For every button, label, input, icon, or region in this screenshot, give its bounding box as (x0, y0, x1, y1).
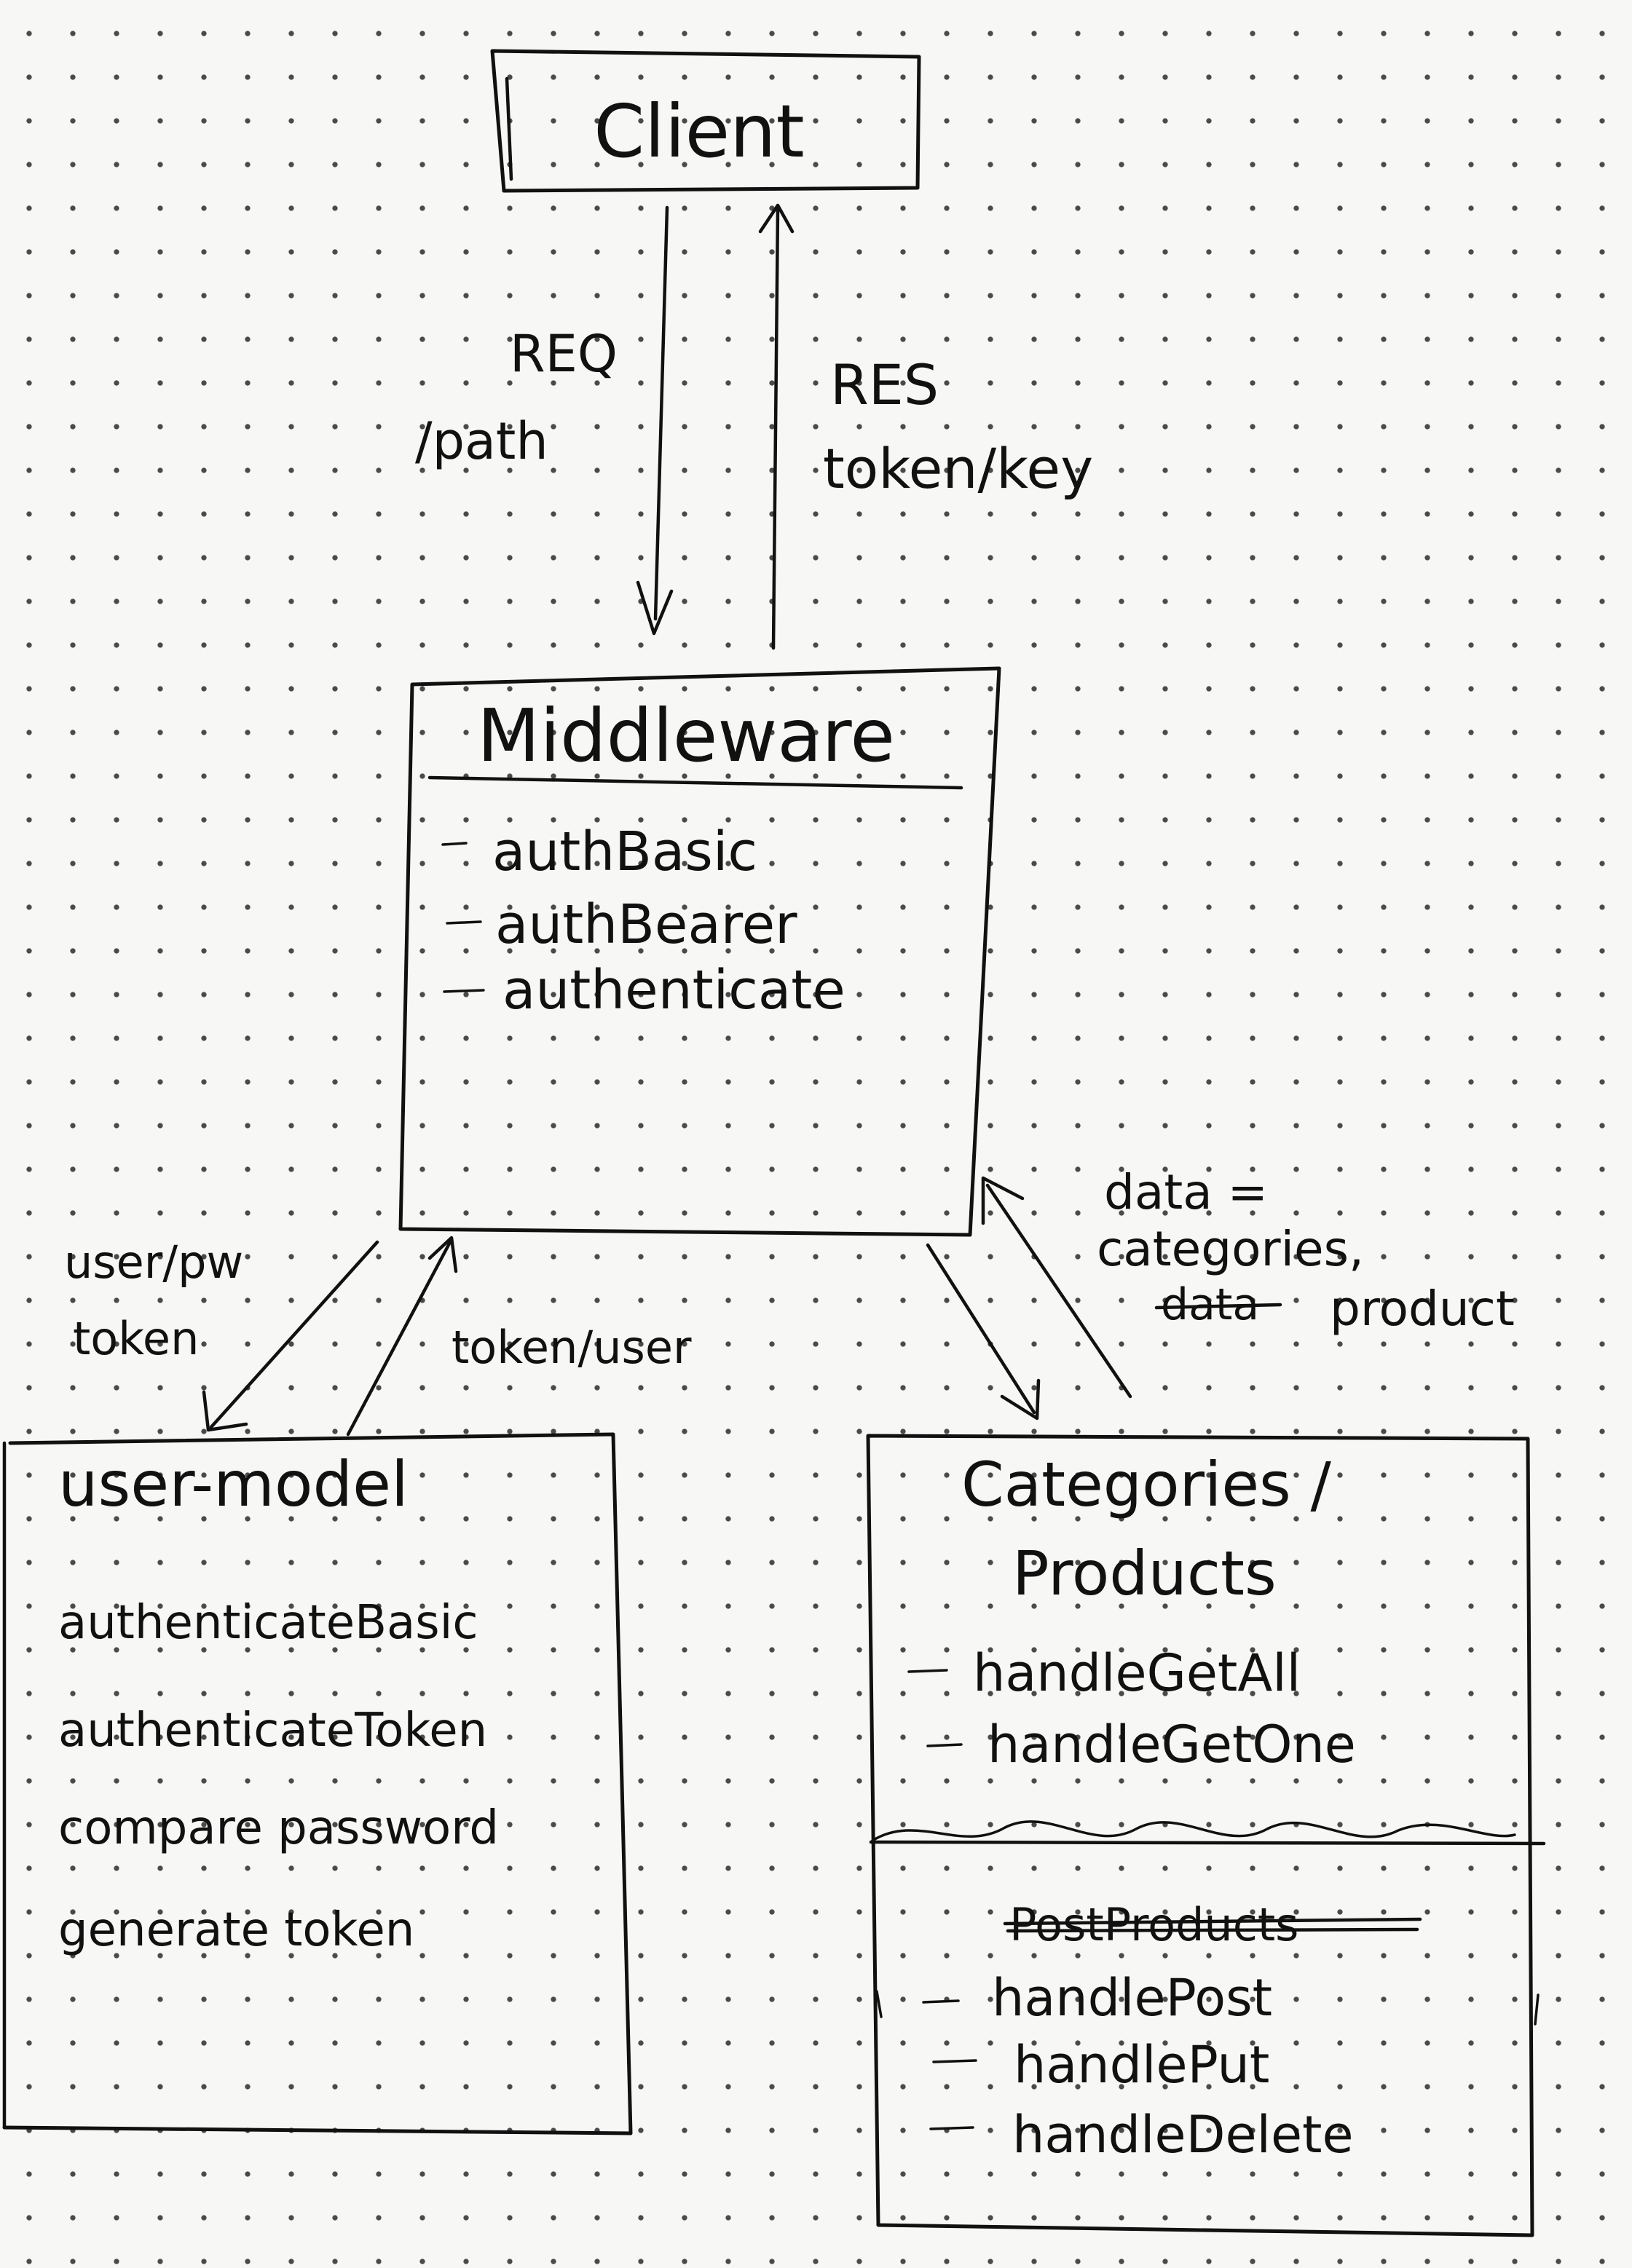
user-link-up-label: token/user (452, 1321, 692, 1374)
categories-read-method: handleGetAll (907, 1643, 1301, 1703)
categories-read-method: handleGetOne (926, 1715, 1356, 1774)
request-path: /path (415, 411, 548, 471)
user-model-method: authenticateBasic (58, 1596, 478, 1650)
client-title: Client (594, 89, 805, 174)
middleware-item-label: authenticate (502, 959, 845, 1022)
response-label: RES (830, 352, 939, 417)
categories-write-method: handlePost (922, 1968, 1272, 2028)
data-link-label-line1: data = (1104, 1164, 1268, 1220)
middleware-to-categories-arrow (926, 1243, 1041, 1421)
struck-heading: PostProducts (1003, 1898, 1422, 1951)
user-model-method: compare password (58, 1801, 499, 1855)
user-link-down-label-line2: token (73, 1312, 199, 1365)
request-arrow (636, 205, 674, 636)
user-model-to-middleware-arrow (346, 1236, 458, 1437)
data-link-label-line2: categories, (1097, 1221, 1364, 1277)
struck-heading-text: PostProducts (1009, 1898, 1298, 1951)
request-label: REQ (510, 324, 618, 384)
method-label: handleGetAll (973, 1643, 1301, 1703)
middleware-box: Middleware authBasic authBearer authenti… (398, 666, 1001, 1237)
middleware-item: authenticate (443, 959, 845, 1022)
method-label: handlePost (992, 1968, 1272, 2028)
user-model-method: authenticateToken (58, 1704, 487, 1758)
user-model-box: user-model authenticateBasic authenticat… (2, 1432, 633, 2135)
categories-write-method: handlePut (932, 2035, 1269, 2095)
client-box: Client (490, 49, 921, 193)
categories-write-method: handleDelete (929, 2105, 1354, 2165)
method-label: handlePut (1014, 2035, 1269, 2095)
response-payload: token/key (823, 436, 1093, 501)
categories-title-line1: Categories / (961, 1449, 1331, 1520)
response-arrow (758, 203, 795, 650)
middleware-title: Middleware (477, 693, 895, 778)
method-label: handleDelete (1012, 2105, 1354, 2165)
middleware-item: authBearer (446, 893, 797, 956)
categories-to-middleware-arrow (981, 1176, 1132, 1399)
user-model-title: user-model (58, 1448, 409, 1521)
middleware-item: authBasic (441, 821, 757, 883)
data-link-struck-word: data (1154, 1279, 1282, 1330)
user-link-down-label-line1: user/pw (64, 1236, 243, 1289)
data-link-label-line3: product (1330, 1281, 1515, 1337)
categories-products-box: Categories / Products handleGetAll handl… (866, 1434, 1546, 2237)
categories-title-line2: Products (1012, 1538, 1277, 1609)
user-model-method: generate token (58, 1903, 414, 1957)
method-label: handleGetOne (988, 1715, 1356, 1774)
middleware-item-label: authBearer (495, 893, 797, 956)
middleware-to-user-model-arrow (202, 1240, 379, 1432)
middleware-item-label: authBasic (492, 821, 757, 883)
